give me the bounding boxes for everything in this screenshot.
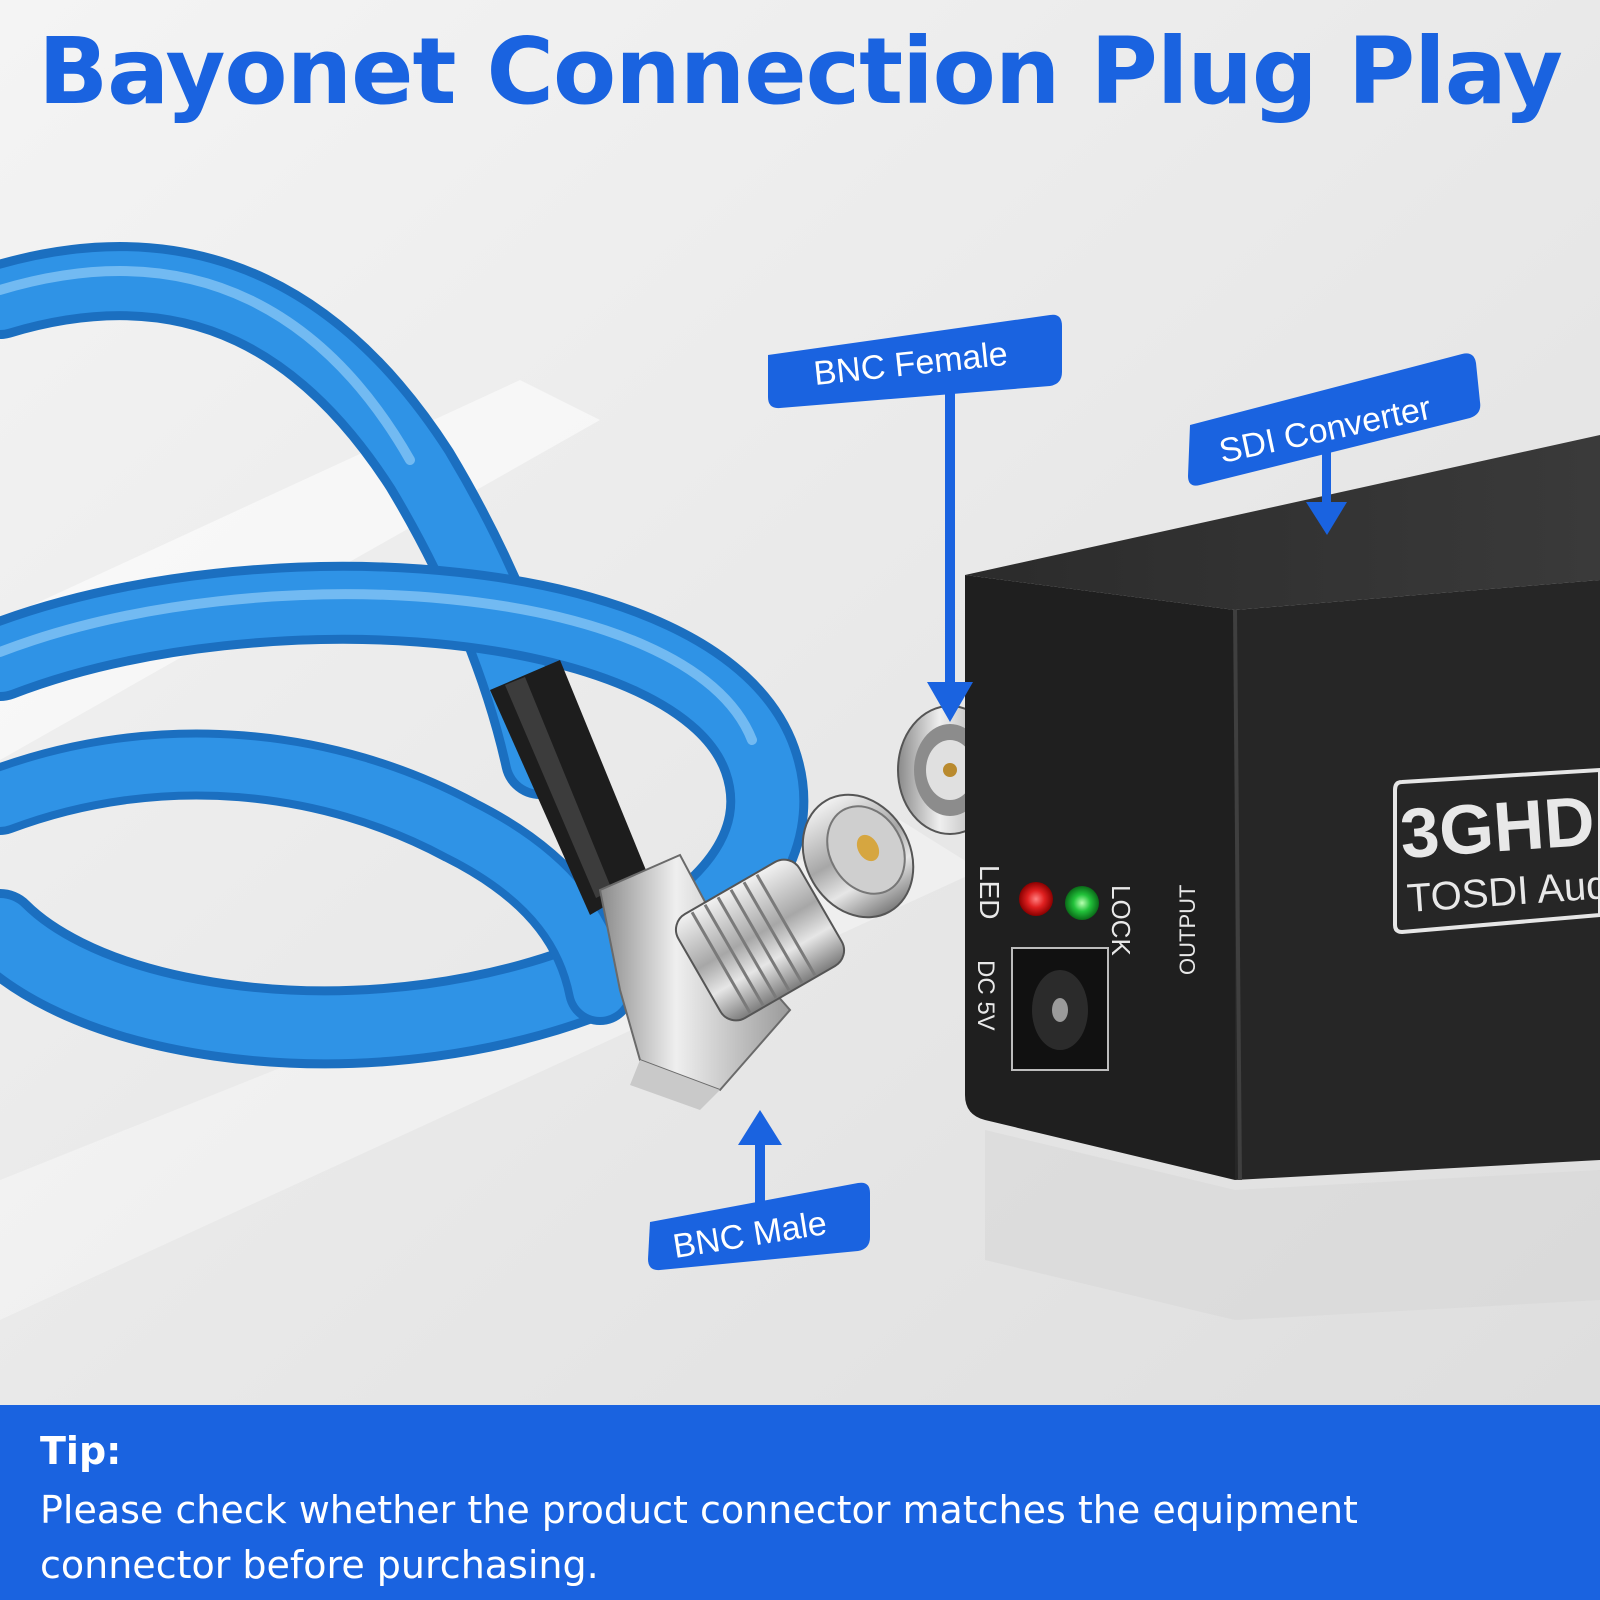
power-led-red [1019,882,1053,916]
tip-body: Please check whether the product connect… [40,1488,1358,1587]
blue-coax-cable [0,242,809,1069]
device-logo: 3GHD TOSDI Aud [1393,767,1600,935]
headline: Bayonet Connection Plug Play [38,18,1563,125]
device-label-output: OUTPUT [1175,885,1200,975]
bnc-male-connector [598,793,915,1110]
tip-banner: Tip: Please check whether the product co… [0,1405,1600,1600]
callout-bnc-female: BNC Female [768,314,1062,722]
device-label-lock: LOCK [1106,885,1136,956]
tip-title: Tip: [40,1429,122,1473]
cable-heat-shrink [490,660,650,915]
sdi-converter-device [965,435,1600,1320]
callout-bnc-male: BNC Male [648,1110,870,1271]
device-label-led: LED [974,865,1005,919]
lock-led-green [1065,886,1099,920]
device-label-dc: DC 5V [972,960,999,1031]
device-logo-brand: 3GHD [1398,782,1597,873]
